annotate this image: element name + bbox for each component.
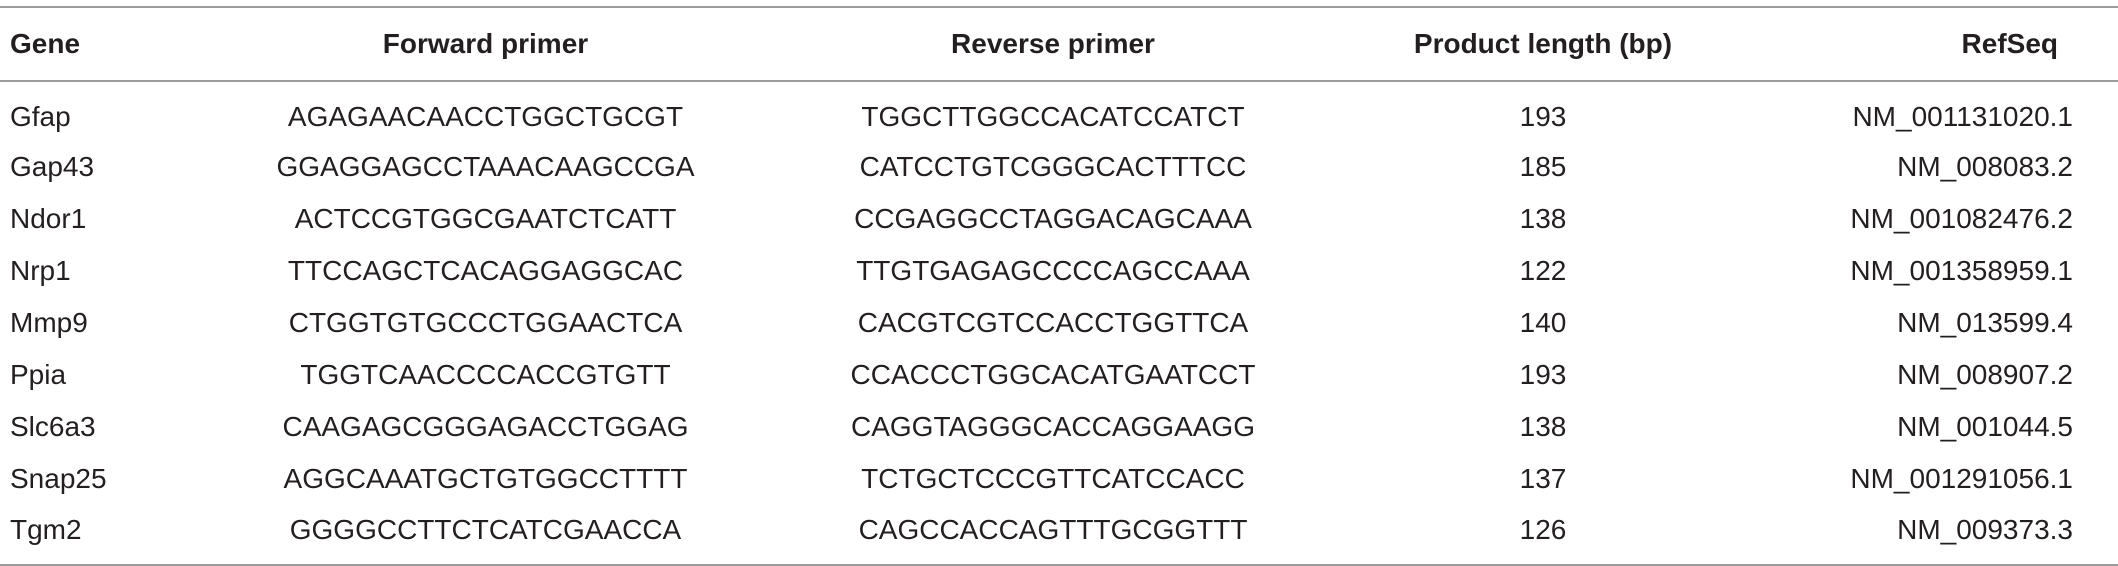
reverse-primer-cell: TGGCTTGGCCACATCCATCT <box>861 100 1245 132</box>
reverse-primer-cell: CAGCCACCAGTTTGCGGTTT <box>763 505 1343 566</box>
forward-primer-cell: GGAGGAGCCTAAACAAGCCGA <box>276 151 695 182</box>
reverse-primer-cell: TCTGCTCCCGTTCATCCACC <box>861 463 1245 494</box>
forward-primer-cell: CAAGAGCGGGAGACCTGGAG <box>282 411 689 442</box>
header-refseq: RefSeq <box>1743 6 2118 82</box>
reverse-primer-cell: CCGAGGCCTAGGACAGCAAA <box>854 203 1252 234</box>
product-length-cell: 185 <box>1519 151 1567 182</box>
product-length-cell: 193 <box>1519 359 1567 390</box>
refseq-cell: NM_008907.2 <box>1897 359 2073 390</box>
header-row: Gene Forward primer Reverse primer Produ… <box>0 6 2118 82</box>
refseq-cell: NM_001358959.1 <box>1850 255 2073 286</box>
reverse-primer-cell: TTGTGAGAGCCCCAGCCAAA <box>856 255 1250 286</box>
header-product-length: Product length (bp) <box>1343 6 1743 82</box>
table-row: Mmp9 CTGGTGTGCCCTGGAACTCA CACGTCGTCCACCT… <box>0 297 2118 349</box>
refseq-cell: NM_001082476.2 <box>1850 203 2073 234</box>
product-length-cell: 138 <box>1519 411 1567 442</box>
gene-cell: Ndor1 <box>10 203 87 234</box>
forward-primer-cell: CTGGTGTGCCCTGGAACTCA <box>288 307 683 338</box>
gene-cell: Snap25 <box>10 463 107 494</box>
header-gene: Gene <box>0 6 208 82</box>
gene-cell: Ppia <box>10 359 67 390</box>
table-row: Gfap AGAGAACAACCTGGCTGCGT TGGCTTGGCCACAT… <box>0 81 2118 141</box>
product-length-cell: 138 <box>1519 203 1567 234</box>
table-header: Gene Forward primer Reverse primer Produ… <box>0 6 2118 82</box>
refseq-cell: NM_001044.5 <box>1897 411 2073 442</box>
product-length-cell: 193 <box>1519 100 1567 132</box>
table-row: Slc6a3 CAAGAGCGGGAGACCTGGAG CAGGTAGGGCAC… <box>0 401 2118 453</box>
forward-primer-cell: TGGTCAACCCCACCGTGTT <box>300 359 671 390</box>
header-reverse-primer: Reverse primer <box>763 6 1343 82</box>
table-row: Ppia TGGTCAACCCCACCGTGTT CCACCCTGGCACATG… <box>0 349 2118 401</box>
table-row: Tgm2 GGGGCCTTCTCATCGAACCA CAGCCACCAGTTTG… <box>0 505 2118 566</box>
primer-table-container: Gene Forward primer Reverse primer Produ… <box>0 6 2118 566</box>
refseq-cell: NM_001131020.1 <box>1852 100 2073 132</box>
primer-table: Gene Forward primer Reverse primer Produ… <box>0 6 2118 566</box>
table-body: Gfap AGAGAACAACCTGGCTGCGT TGGCTTGGCCACAT… <box>0 81 2118 566</box>
reverse-primer-cell: CAGGTAGGGCACCAGGAAGG <box>851 411 1255 442</box>
gene-cell: Gfap <box>10 100 71 132</box>
gene-cell: Nrp1 <box>10 255 71 286</box>
forward-primer-cell: GGGGCCTTCTCATCGAACCA <box>208 505 763 566</box>
gene-cell: Mmp9 <box>10 307 88 338</box>
product-length-cell: 122 <box>1519 255 1567 286</box>
refseq-cell: NM_001291056.1 <box>1850 463 2073 494</box>
forward-primer-cell: AGGCAAATGCTGTGGCCTTTT <box>283 463 688 494</box>
reverse-primer-cell: CATCCTGTCGGGCACTTTCC <box>859 151 1247 182</box>
header-forward-primer: Forward primer <box>208 6 763 82</box>
refseq-cell: NM_009373.3 <box>1743 505 2118 566</box>
reverse-primer-cell: CACGTCGTCCACCTGGTTCA <box>857 307 1249 338</box>
product-length-cell: 137 <box>1519 463 1567 494</box>
gene-cell: Tgm2 <box>0 505 208 566</box>
forward-primer-cell: ACTCCGTGGCGAATCTCATT <box>294 203 677 234</box>
forward-primer-cell: TTCCAGCTCACAGGAGGCAC <box>287 255 684 286</box>
table-row: Ndor1 ACTCCGTGGCGAATCTCATT CCGAGGCCTAGGA… <box>0 193 2118 245</box>
product-length-cell: 126 <box>1343 505 1743 566</box>
product-length-cell: 140 <box>1519 307 1567 338</box>
gene-cell: Gap43 <box>10 151 95 182</box>
refseq-cell: NM_013599.4 <box>1897 307 2073 338</box>
table-row: Gap43 GGAGGAGCCTAAACAAGCCGA CATCCTGTCGGG… <box>0 141 2118 193</box>
refseq-cell: NM_008083.2 <box>1897 151 2073 182</box>
table-row: Snap25 AGGCAAATGCTGTGGCCTTTT TCTGCTCCCGT… <box>0 453 2118 505</box>
gene-cell: Slc6a3 <box>10 411 96 442</box>
reverse-primer-cell: CCACCCTGGCACATGAATCCT <box>850 359 1256 390</box>
table-row: Nrp1 TTCCAGCTCACAGGAGGCAC TTGTGAGAGCCCCA… <box>0 245 2118 297</box>
forward-primer-cell: AGAGAACAACCTGGCTGCGT <box>287 100 684 132</box>
